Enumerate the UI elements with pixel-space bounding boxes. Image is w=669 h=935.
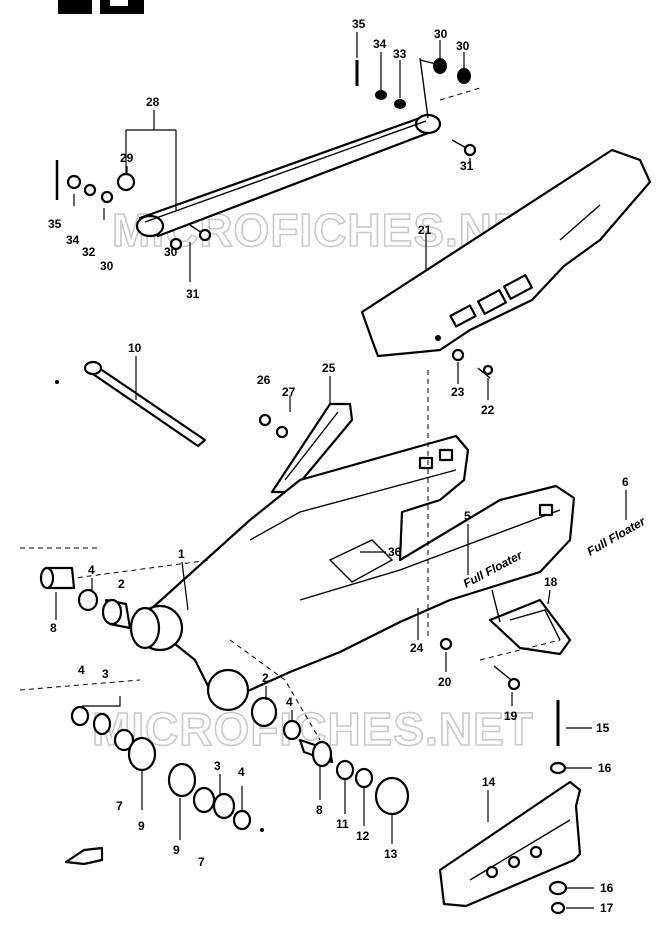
label-11: 11 [336,817,349,831]
label-4-bottom: 4 [238,765,245,779]
label-25: 25 [322,361,336,375]
label-32: 32 [82,245,96,259]
label-34-top: 34 [373,37,387,51]
chain-case-fasteners [451,348,494,379]
label-22: 22 [481,403,495,417]
label-5: 5 [464,509,471,523]
label-31-top: 31 [460,159,474,173]
header-fragment [58,0,144,14]
label-16-bottom: 16 [600,881,614,895]
label-31-mid: 31 [186,287,200,301]
label-29: 29 [120,151,134,165]
label-8-right: 8 [316,803,323,817]
torque-link-upper-hardware [355,57,481,157]
label-6: 6 [622,475,629,489]
torque-link-lower-hardware [55,129,212,251]
construction-lines [19,370,561,741]
label-17: 17 [600,901,614,915]
label-9-bottom: 9 [173,843,180,857]
leader-lines [55,32,627,909]
label-30-top-b: 30 [456,39,470,53]
right-bearing-stack [298,738,410,816]
bottom-bearing-stack [167,762,264,832]
label-13: 13 [384,847,398,861]
label-30-left: 30 [100,259,114,273]
label-27: 27 [282,385,296,399]
label-2-right: 2 [262,671,269,685]
label-12: 12 [356,829,370,843]
label-14: 14 [482,775,496,789]
label-4-right: 4 [286,695,293,709]
label-7-left: 7 [116,799,123,813]
label-24: 24 [410,641,424,655]
buffer-fasteners [439,637,521,691]
label-3-mid: 3 [102,667,109,681]
label-34-left: 34 [66,233,80,247]
torque-link-assembly [135,113,442,238]
label-16-top: 16 [598,761,612,775]
pivot-shaft [83,360,207,448]
label-35-left: 35 [48,217,62,231]
label-4-mid: 4 [78,663,85,677]
label-36: 36 [388,545,402,559]
label-7-bottom: 7 [198,855,205,869]
chain-case [360,148,652,358]
chain-buffer [488,589,572,656]
right-pivot-parts [250,696,302,741]
label-35-top: 35 [352,17,366,31]
label-28: 28 [146,95,160,109]
left-pivot-parts [39,566,161,650]
label-15: 15 [596,721,610,735]
label-18: 18 [544,575,558,589]
label-19: 19 [504,709,518,723]
label-3-bottom: 3 [214,759,221,773]
decal-part: Full Floater [585,513,649,558]
label-30-top-a: 30 [434,27,448,41]
part-number-labels: 35 34 33 30 30 28 29 35 34 32 30 31 30 3… [48,17,629,915]
swingarm [136,434,576,712]
label-2-top: 2 [118,577,125,591]
label-30-mid: 30 [164,245,178,259]
label-26: 26 [257,373,271,387]
chain-slider [438,780,582,908]
label-4-top: 4 [88,563,95,577]
label-20: 20 [438,675,452,689]
label-33: 33 [393,47,407,61]
label-10: 10 [128,341,142,355]
label-1: 1 [178,547,185,561]
label-23: 23 [451,385,465,399]
lower-left-bearing-stack [70,705,157,772]
front-arrow-icon [64,846,104,866]
label-9-left: 9 [138,819,145,833]
label-21: 21 [418,223,432,237]
label-8-left: 8 [50,621,57,635]
